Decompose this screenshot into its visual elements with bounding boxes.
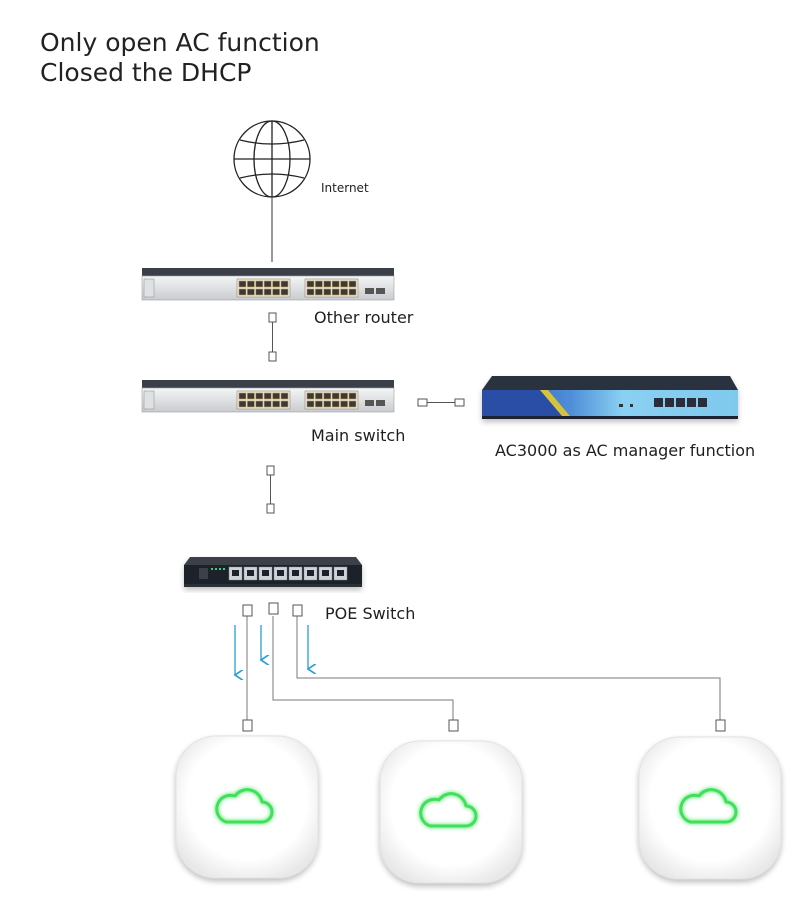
ethernet-port <box>247 400 255 408</box>
ethernet-port <box>247 280 255 288</box>
ac-manager-label: AC3000 as AC manager function <box>495 441 756 460</box>
access-point-2 <box>379 740 523 884</box>
ethernet-port <box>280 392 289 400</box>
ethernet-port <box>255 400 264 408</box>
ethernet-port <box>306 288 315 296</box>
access-point-1 <box>175 735 319 879</box>
poe-switch-label: POE Switch <box>325 604 416 623</box>
ethernet-port <box>272 400 280 408</box>
ethernet-port <box>331 288 340 296</box>
ethernet-port <box>315 392 323 400</box>
ethernet-port <box>306 392 315 400</box>
ethernet-port <box>331 392 340 400</box>
ethernet-port <box>247 392 255 400</box>
ethernet-port <box>238 280 247 288</box>
poe-switch-device <box>184 557 362 587</box>
diagram-title: Only open AC function Closed the DHCP <box>40 28 320 88</box>
ethernet-port <box>255 288 264 296</box>
ethernet-port <box>340 288 348 296</box>
ethernet-port <box>348 280 357 288</box>
ethernet-port <box>263 280 272 288</box>
ethernet-port <box>348 400 357 408</box>
ethernet-port <box>331 400 340 408</box>
ethernet-port <box>280 280 289 288</box>
switch-ac-connector <box>417 398 465 407</box>
ethernet-port <box>323 288 332 296</box>
ethernet-port <box>263 392 272 400</box>
ethernet-port <box>272 392 280 400</box>
ethernet-port <box>340 400 348 408</box>
ethernet-port <box>306 280 315 288</box>
ethernet-port <box>263 400 272 408</box>
poe-cable-connectors <box>242 602 726 732</box>
ethernet-port <box>272 288 280 296</box>
ethernet-port <box>255 280 264 288</box>
ethernet-port <box>263 288 272 296</box>
ethernet-port <box>315 288 323 296</box>
ethernet-port <box>323 400 332 408</box>
cloud-icon <box>679 788 738 824</box>
ethernet-port <box>348 288 357 296</box>
other-router-device <box>141 268 395 301</box>
poe-cables <box>246 616 721 720</box>
other-router-label: Other router <box>314 308 414 327</box>
ethernet-port <box>255 392 264 400</box>
ethernet-port <box>315 400 323 408</box>
title-line-1: Only open AC function <box>40 28 320 57</box>
ethernet-port <box>323 280 332 288</box>
title-line-2: Closed the DHCP <box>40 58 252 87</box>
ethernet-port <box>272 280 280 288</box>
ethernet-port <box>340 280 348 288</box>
ethernet-port <box>323 392 332 400</box>
internet-label: Internet <box>321 181 369 195</box>
access-point-3 <box>638 736 782 880</box>
globe-icon <box>233 120 311 198</box>
cloud-icon <box>215 788 274 824</box>
ethernet-port <box>331 280 340 288</box>
ethernet-port <box>315 280 323 288</box>
ethernet-port <box>238 400 247 408</box>
ethernet-port <box>238 392 247 400</box>
main-switch-label: Main switch <box>311 426 406 445</box>
cloud-icon <box>419 792 478 828</box>
switch-poe-connector <box>266 465 275 514</box>
ethernet-port <box>348 392 357 400</box>
router-switch-connector <box>268 312 277 362</box>
ethernet-port <box>280 288 289 296</box>
power-flow-arrows <box>235 625 308 675</box>
main-switch-device <box>141 380 395 413</box>
ethernet-port <box>247 288 255 296</box>
ethernet-port <box>340 392 348 400</box>
ac3000-device <box>482 376 738 419</box>
ethernet-port <box>238 288 247 296</box>
ethernet-port <box>306 400 315 408</box>
ethernet-port <box>280 400 289 408</box>
